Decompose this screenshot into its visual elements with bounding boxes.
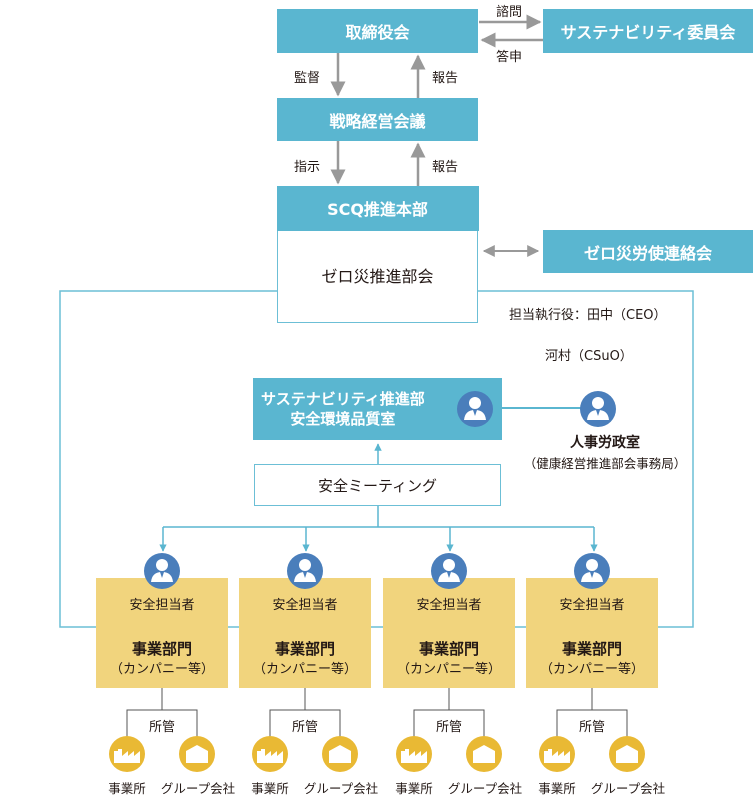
hr-office-label: 人事労政室 [570, 435, 640, 451]
sustainability-dept-line2: 安全環境品質室 [290, 410, 396, 428]
factory-icon [251, 735, 289, 777]
business-division-label: 事業部門 [274, 640, 335, 658]
safety-officer-label: 安全担当者 [129, 598, 195, 613]
business-division-sub-label: （カンパニー等） [109, 662, 214, 677]
sustainability-committee-box: サステナビリティ委員会 [543, 9, 753, 53]
safety-meeting-box: 安全ミーティング [254, 464, 501, 506]
person-icon [573, 552, 611, 594]
division-box: 安全担当者事業部門 （カンパニー等） [383, 578, 515, 688]
safety-officer-label: 安全担当者 [272, 598, 338, 613]
sustainability-dept-text: サステナビリティ推進部 安全環境品質室 [261, 389, 425, 429]
person-icon [457, 391, 493, 427]
jurisdiction-label: 所管 [148, 720, 175, 735]
reply-label: 答申 [496, 50, 523, 65]
office-label: 事業所 [395, 781, 433, 796]
scq-header: SCQ推進本部 [276, 185, 479, 231]
labor-liaison-box: ゼロ災労使連絡会 [543, 230, 753, 273]
building-icon [465, 735, 503, 777]
jurisdiction-label: 所管 [578, 720, 605, 735]
factory-icon [395, 735, 433, 777]
sustainability-dept-line1: サステナビリティ推進部 [261, 390, 425, 408]
business-division-label: 事業部門 [418, 640, 479, 658]
safety-officer-label: 安全担当者 [559, 598, 625, 613]
factory-icon [538, 735, 576, 777]
jurisdiction-bracket-3b [413, 709, 485, 738]
business-division-label: 事業部門 [131, 640, 192, 658]
safety-meeting-label: 安全ミーティング [317, 476, 438, 495]
building-icon [321, 735, 359, 777]
office-label: 事業所 [108, 781, 146, 796]
office-label: 事業所 [251, 781, 289, 796]
hr-office-sub-label: （健康経営推進部会事務局） [523, 456, 687, 471]
scq-body: ゼロ災推進部会 [278, 231, 477, 319]
division-box: 安全担当者事業部門 （カンパニー等） [96, 578, 228, 688]
group-company-label: グループ会社 [447, 781, 523, 796]
strategy-meeting-box: 戦略経営会議 [277, 98, 478, 141]
consult-label: 諮問 [496, 5, 523, 20]
office-label: 事業所 [538, 781, 576, 796]
division-box: 安全担当者事業部門 （カンパニー等） [239, 578, 371, 688]
strategy-meeting-label: 戦略経営会議 [329, 111, 426, 131]
group-company-label: グループ会社 [303, 781, 379, 796]
scq-box: SCQ推進本部 ゼロ災推進部会 [276, 185, 479, 323]
factory-icon [108, 735, 146, 777]
division-box: 安全担当者事業部門 （カンパニー等） [526, 578, 658, 688]
report-label-1: 報告 [432, 71, 459, 86]
report-label-2: 報告 [432, 160, 459, 175]
board-label: 取締役会 [345, 23, 410, 42]
outer-frame [59, 290, 694, 628]
scq-header-label: SCQ推進本部 [327, 200, 428, 219]
jurisdiction-bracket-2b [269, 709, 341, 738]
safety-officer-label: 安全担当者 [416, 598, 482, 613]
business-division-sub-label: （カンパニー等） [252, 662, 357, 677]
person-icon [430, 552, 468, 594]
supervise-label: 監督 [294, 71, 321, 86]
person-icon [286, 552, 324, 594]
building-icon [608, 735, 646, 777]
group-company-label: グループ会社 [590, 781, 666, 796]
person-icon [580, 391, 616, 427]
exec-officer-2-label: 河村（CSuO） [545, 349, 633, 364]
board-box: 取締役会 [277, 9, 478, 53]
instruct-label: 指示 [294, 160, 321, 175]
group-company-label: グループ会社 [160, 781, 236, 796]
business-division-sub-label: （カンパニー等） [539, 662, 644, 677]
jurisdiction-label: 所管 [291, 720, 318, 735]
jurisdiction-bracket-1b [126, 709, 198, 738]
business-division-sub-label: （カンパニー等） [396, 662, 501, 677]
labor-liaison-label: ゼロ災労使連絡会 [583, 243, 712, 263]
building-icon [178, 735, 216, 777]
exec-officer-label: 担当執行役：田中（CEO） [509, 308, 667, 323]
jurisdiction-bracket-4b [556, 709, 628, 738]
business-division-label: 事業部門 [561, 640, 622, 658]
zero-accident-committee-label: ゼロ災推進部会 [321, 266, 434, 286]
sustainability-committee-label: サステナビリティ委員会 [560, 23, 736, 42]
person-icon [143, 552, 181, 594]
jurisdiction-label: 所管 [435, 720, 462, 735]
